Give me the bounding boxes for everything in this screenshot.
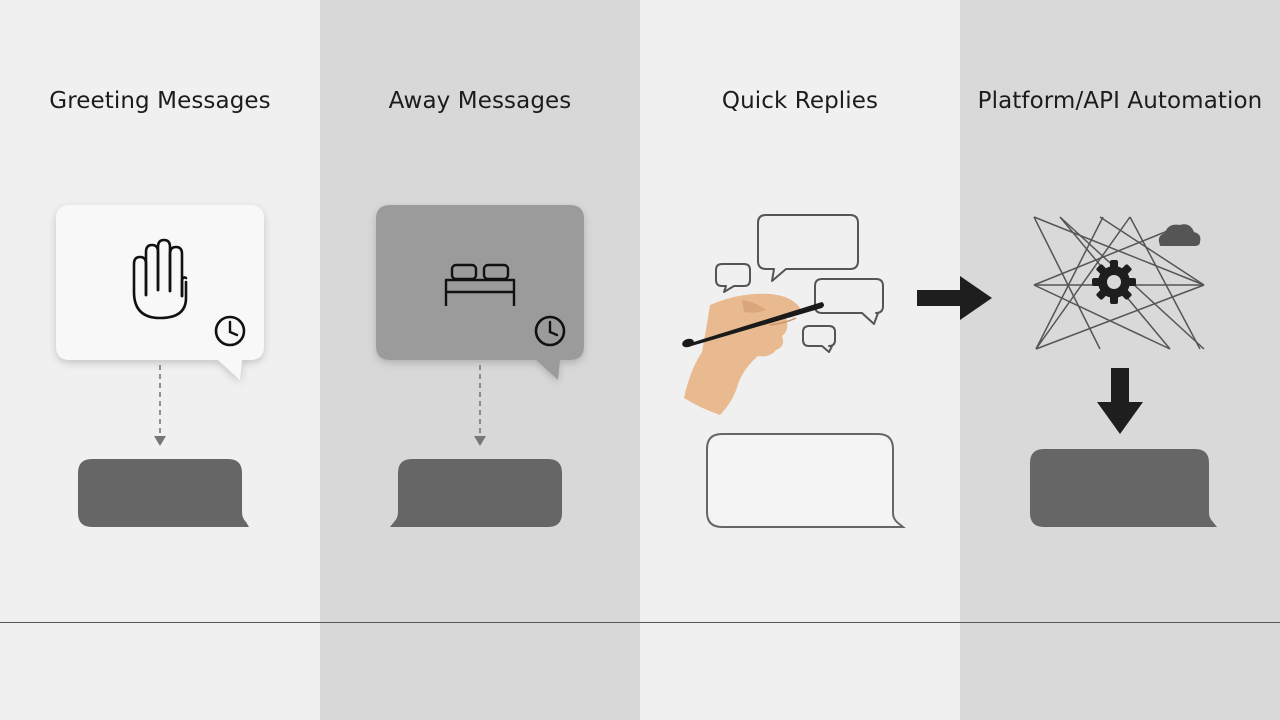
column-title: Platform/API Automation [977,88,1263,114]
bed-icon [444,263,516,306]
column-platform-api-automation: Platform/API Automation [960,0,1280,720]
column-title: Quick Replies [721,88,879,114]
network-lines-icon [1033,216,1205,350]
arrow-right-icon [917,276,992,320]
column-away-messages: Away Messages [320,0,640,720]
hand-with-pen-icon [682,293,824,415]
gear-icon [1092,260,1136,304]
clock-icon [214,315,246,347]
raised-hand-icon [132,238,188,320]
arrow-head [474,436,486,446]
clock-icon [534,315,566,347]
column-title: Away Messages [388,88,572,114]
automation-reply-bubble [1030,449,1217,527]
column-quick-replies: Quick Replies [640,0,960,720]
speech-bubble-icon [715,214,884,353]
arrow-head [154,436,166,446]
column-title: Greeting Messages [49,88,271,114]
greeting-reply-bubble [78,459,249,527]
greeting-source-bubble [56,205,264,380]
quick-reply-bubble [706,433,906,528]
arrow-down-icon [1097,368,1143,434]
away-reply-bubble [390,459,562,527]
cloud-icon [1158,224,1201,246]
baseline-divider [0,622,1280,623]
